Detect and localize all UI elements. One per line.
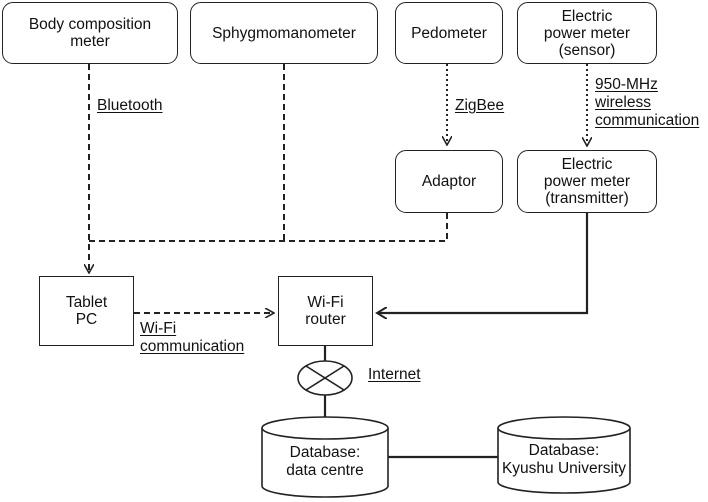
body-composition-meter-node: Body composition meter [2, 2, 178, 64]
wireless-950-label: 950-MHz wireless communication [595, 76, 700, 129]
database-kyushu-label: Database: Kyushu University [501, 442, 627, 477]
adaptor-connection [89, 213, 448, 242]
internet-icon [297, 360, 353, 396]
wifi-communication-label: Wi-Fi communication [140, 320, 245, 355]
internet-label: Internet [368, 366, 421, 383]
transmitter-to-router-connection [377, 213, 589, 313]
power-meter-transmitter-node: Electric power meter (transmitter) [517, 150, 657, 213]
pedometer-node: Pedometer [395, 2, 503, 64]
adaptor-node: Adaptor [395, 150, 503, 213]
tablet-pc-node: Tablet PC [39, 276, 134, 346]
power-meter-sensor-node: Electric power meter (sensor) [517, 2, 657, 64]
database-kyushu-cylinder [497, 416, 631, 494]
database-data-centre-label: Database: data centre [286, 444, 364, 479]
wifi-router-node: Wi-Fi router [278, 276, 373, 346]
bluetooth-label: Bluetooth [97, 97, 163, 114]
database-data-centre-node: Database: data centre [262, 440, 388, 486]
zigbee-label: ZigBee [455, 97, 505, 114]
sphygmomanometer-node: Sphygmomanometer [190, 2, 378, 64]
database-data-centre-cylinder [261, 416, 389, 498]
database-kyushu-node: Database: Kyushu University [498, 440, 630, 484]
